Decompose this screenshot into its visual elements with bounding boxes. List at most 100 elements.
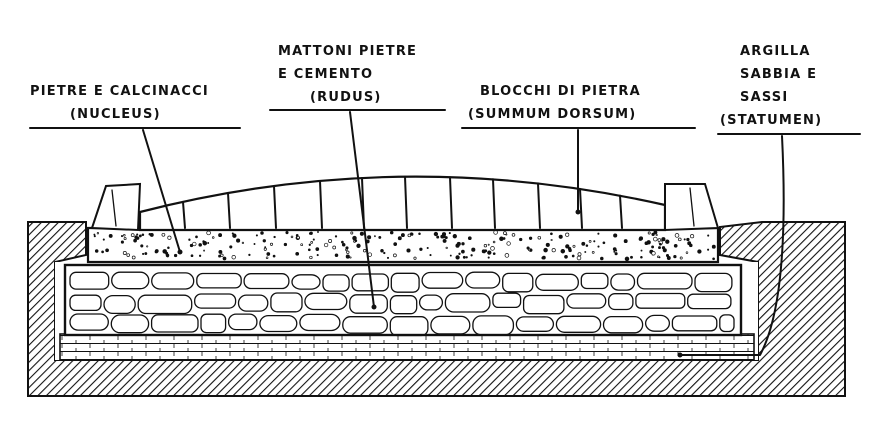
nucleus-speckle	[367, 235, 372, 240]
nucleus-speckle	[195, 235, 198, 239]
nucleus-speckle	[397, 236, 402, 241]
rudus-stone	[515, 316, 555, 332]
nucleus-speckle	[317, 231, 319, 233]
nucleus-speckle	[142, 252, 145, 255]
nucleus-speckle	[96, 232, 100, 235]
rudus-stone	[243, 273, 290, 290]
label-argilla-line3: SASSI	[740, 90, 788, 105]
nucleus-speckle	[126, 253, 130, 257]
nucleus-speckle	[581, 241, 586, 246]
summum-block-joint	[492, 178, 496, 229]
rudus-stone	[237, 294, 269, 312]
nucleus-speckle	[393, 253, 397, 258]
nucleus-speckle	[203, 249, 206, 252]
nucleus-speckle	[149, 232, 154, 237]
summum-block-joint	[404, 175, 408, 229]
rudus-stone	[694, 272, 733, 293]
nucleus-speckle	[467, 236, 472, 241]
nucleus-speckle	[461, 242, 465, 246]
label-mattoni-line1: MATTONI PIETRE	[278, 44, 417, 59]
nucleus-speckle	[380, 248, 384, 253]
nucleus-speckle	[613, 250, 616, 253]
nucleus-speckle	[542, 255, 546, 260]
nucleus-speckle	[263, 247, 267, 251]
rudus-stone	[69, 271, 110, 290]
nucleus-speckle	[492, 252, 496, 256]
rudus-stone	[137, 294, 193, 315]
nucleus-speckle	[661, 237, 666, 242]
nucleus-speckle	[345, 254, 350, 259]
summum-block-joint	[537, 182, 541, 229]
nucleus-speckle	[315, 247, 320, 251]
nucleus-speckle	[188, 238, 191, 241]
nucleus-speckle	[285, 231, 289, 235]
leader-line-nucleus	[142, 129, 181, 253]
rudus-stone	[566, 293, 607, 309]
nucleus-speckle	[445, 246, 448, 250]
label-mattoni-line3: (RUDUS)	[310, 90, 382, 105]
nucleus-speckle	[345, 246, 349, 250]
nucleus-speckle	[461, 249, 465, 254]
nucleus-speckle	[614, 252, 618, 256]
rudus-stone	[555, 315, 602, 333]
nucleus-speckle	[356, 243, 361, 248]
nucleus-speckle	[712, 257, 715, 261]
nucleus-speckle	[551, 248, 556, 253]
nucleus-speckle	[567, 247, 572, 251]
nucleus-speckle	[658, 246, 661, 250]
nucleus-speckle	[640, 249, 643, 252]
nucleus-speckle	[584, 251, 587, 253]
nucleus-speckle	[690, 234, 695, 239]
nucleus-speckle	[253, 243, 256, 245]
rudus-stone	[418, 294, 444, 311]
nucleus-speckle	[487, 256, 490, 259]
summum-block-joint	[319, 180, 323, 229]
nucleus-speckle	[678, 237, 682, 242]
rudus-stone	[342, 316, 388, 334]
nucleus-speckle	[597, 245, 600, 248]
nucleus-speckle	[442, 238, 447, 243]
rudus-stone	[687, 293, 732, 310]
nucleus-speckle	[406, 248, 411, 253]
nucleus-speckle	[436, 235, 440, 239]
rudus-stone	[151, 272, 195, 290]
summum-block-joint	[619, 194, 623, 229]
nucleus-speckle	[328, 239, 333, 243]
nucleus-speckle	[528, 236, 533, 240]
rudus-stone	[291, 274, 321, 290]
nucleus-speckle	[131, 255, 136, 260]
rudus-stone	[608, 293, 634, 311]
nucleus-speckle	[211, 236, 215, 239]
rudus-stone	[196, 272, 242, 289]
nucleus-speckle	[697, 249, 702, 254]
nucleus-speckle	[564, 254, 568, 259]
rudus-stone	[299, 313, 341, 332]
rudus-stone	[535, 273, 579, 291]
nucleus-speckle	[638, 237, 643, 241]
nucleus-speckle	[273, 235, 276, 239]
nucleus-speckle	[241, 241, 245, 245]
nucleus-speckle	[487, 243, 490, 246]
nucleus-speckle	[630, 255, 633, 259]
nucleus-speckle	[483, 244, 488, 248]
nucleus-speckle	[323, 242, 329, 248]
nucleus-speckle	[528, 248, 531, 252]
nucleus-speckle	[312, 238, 315, 241]
label-argilla-line4: (STATUMEN)	[720, 113, 822, 128]
nucleus-speckle	[102, 238, 105, 241]
rudus-stone	[69, 294, 102, 312]
label-blocchi-pietra: BLOCCHI DI PIETRA (SUMMUM DORSUM)	[461, 84, 696, 215]
rudus-stone	[719, 314, 735, 333]
nucleus-speckle	[492, 240, 496, 244]
nucleus-speckle	[167, 246, 170, 249]
nucleus-speckle	[123, 237, 127, 241]
rudus-stone	[150, 314, 199, 333]
nucleus-speckle	[593, 240, 596, 243]
rudus-stone	[322, 274, 350, 292]
nucleus-speckle	[93, 235, 96, 238]
leader-line-statumen	[679, 135, 785, 356]
nucleus-speckle	[640, 255, 643, 259]
nucleus-speckle	[202, 240, 205, 243]
nucleus-speckle	[266, 252, 271, 256]
